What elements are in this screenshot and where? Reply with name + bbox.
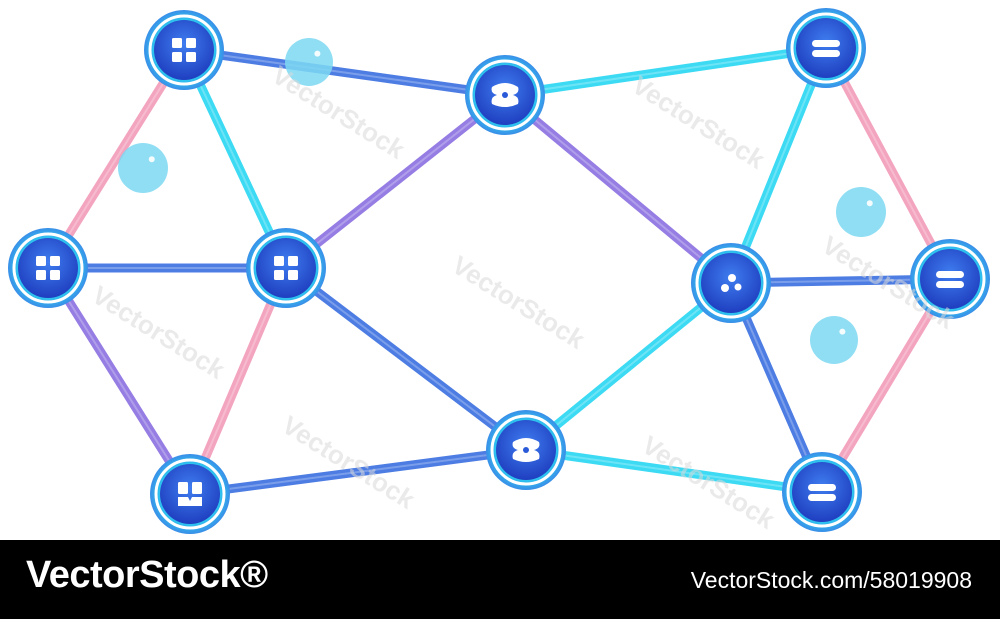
network-node-n4 [150, 454, 230, 534]
edge-highlight [504, 47, 827, 96]
edge-highlight [285, 94, 506, 269]
nodes-layer [8, 8, 990, 534]
edge-highlight [183, 49, 506, 96]
edge-highlight [189, 449, 527, 495]
footer-bar: VectorStock® VectorStock.com/58019908 [0, 540, 1000, 619]
hub-blob-icon [512, 438, 540, 462]
edge-n2-n4 [43, 263, 195, 499]
bubble-shine [866, 200, 873, 207]
decorative-bubble [285, 38, 333, 86]
edge-highlight [525, 449, 823, 493]
edge-highlight [825, 47, 951, 280]
two-bars-icon [812, 40, 840, 57]
two-bars-icon [936, 271, 964, 288]
edge-n3-n5 [281, 90, 510, 273]
edge-highlight [821, 278, 951, 493]
corner-square-icon [178, 482, 202, 506]
four-squares-icon [274, 256, 298, 280]
network-node-n5 [465, 55, 545, 135]
edge-n6-n8 [521, 278, 736, 455]
decorative-bubble [836, 187, 886, 237]
edge-n3-n6 [281, 263, 531, 455]
edge-n4-n6 [185, 445, 531, 499]
three-dots-icon [721, 274, 742, 292]
edge-n6-n10 [521, 445, 827, 497]
watermark-text: VectorStock [627, 70, 771, 175]
network-node-n2 [8, 228, 88, 308]
edge-n3-n4 [185, 263, 291, 499]
edge-highlight [47, 267, 191, 495]
image-credit: VectorStock.com/58019908 [690, 567, 972, 593]
network-node-n10 [782, 452, 862, 532]
watermark-text: VectorStock [447, 250, 591, 355]
bubbles-layer [118, 38, 886, 364]
edge-n1-n2 [43, 45, 189, 273]
edge-highlight [504, 94, 732, 284]
brand-logo: VectorStock® [26, 554, 268, 596]
edge-highlight [47, 49, 185, 269]
edge-n5-n7 [500, 43, 831, 100]
edge-n7-n8 [726, 43, 831, 288]
decorative-bubble [118, 143, 168, 193]
edges-layer [43, 43, 955, 499]
network-node-n6 [486, 410, 566, 490]
bubble-shine [314, 50, 321, 57]
network-node-n7 [786, 8, 866, 88]
edge-highlight [525, 282, 732, 451]
hub-blob-icon [491, 83, 519, 107]
edge-n9-n10 [817, 274, 955, 497]
bubble-shine [148, 156, 155, 163]
decorative-bubble [810, 316, 858, 364]
edge-highlight [730, 47, 827, 284]
edge-highlight [189, 267, 287, 495]
network-node-n8 [691, 243, 771, 323]
edge-n1-n3 [179, 45, 291, 273]
edge-n5-n8 [500, 90, 736, 288]
bubble-shine [839, 328, 846, 335]
network-node-n3 [246, 228, 326, 308]
edge-highlight [183, 49, 287, 269]
edge-n7-n9 [821, 43, 955, 284]
four-squares-icon [36, 256, 60, 280]
edge-highlight [285, 267, 527, 451]
network-node-n1 [144, 10, 224, 90]
edge-n1-n5 [179, 45, 510, 100]
two-bars-icon [808, 484, 836, 501]
four-squares-icon [172, 38, 196, 62]
network-node-n9 [910, 239, 990, 319]
